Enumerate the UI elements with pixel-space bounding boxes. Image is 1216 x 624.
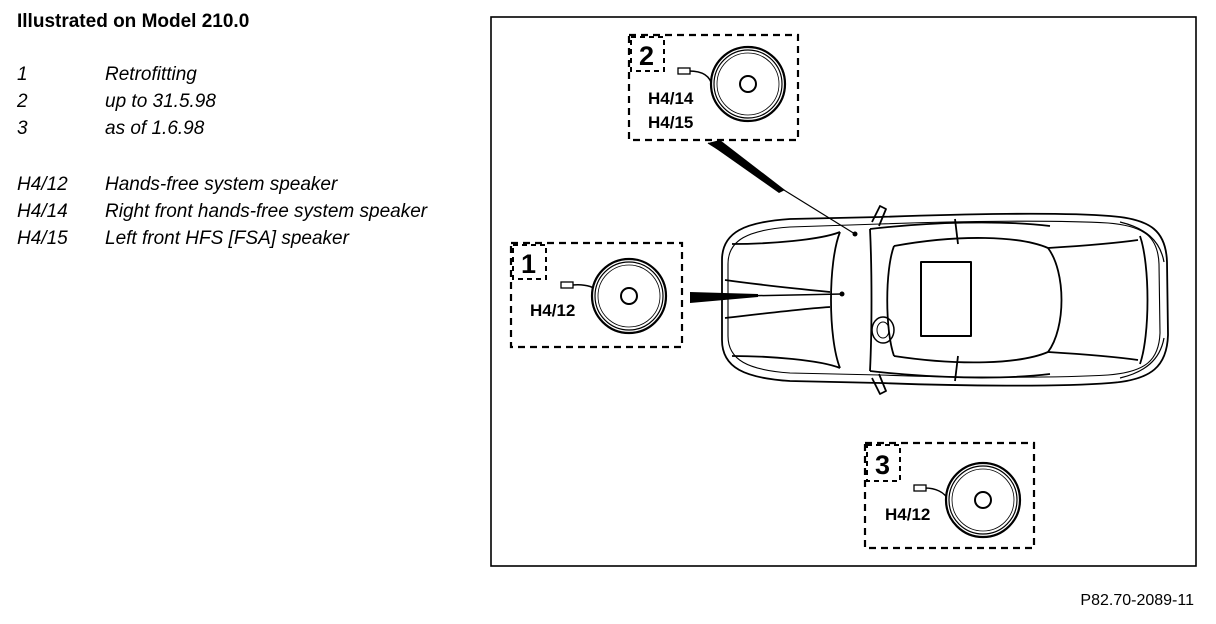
callout-number: 1 [521, 249, 536, 279]
callout-box-1: 1 H4/12 [509, 241, 684, 349]
figure-code: P82.70-2089-11 [1080, 592, 1194, 609]
legend-text: as of 1.6.98 [105, 118, 205, 139]
legend-text: Hands-free system speaker [105, 174, 338, 195]
speaker-mount-point [839, 291, 845, 297]
legend-key: H4/15 [17, 228, 68, 249]
legend-text: Right front hands-free system speaker [105, 201, 428, 222]
diagram-frame [490, 16, 1197, 567]
leader-arrow [708, 140, 785, 193]
callout-number: 3 [875, 450, 890, 480]
speaker-icon [709, 45, 787, 123]
speaker-icon [590, 257, 668, 335]
callout-box-3: 3 H4/12 [863, 441, 1036, 550]
legend-key: H4/14 [17, 201, 68, 222]
component-label: H4/12 [885, 505, 930, 524]
component-label: H4/12 [530, 301, 575, 320]
component-label: H4/15 [648, 113, 693, 132]
callout-box-2: 2 H4/14 H4/15 [627, 33, 800, 142]
callout-number: 2 [639, 41, 654, 71]
legend-key: 1 [17, 64, 28, 85]
speaker-icon [944, 461, 1022, 539]
legend-text: up to 31.5.98 [105, 91, 216, 112]
legend-key: H4/12 [17, 174, 68, 195]
page-title: Illustrated on Model 210.0 [17, 11, 250, 32]
legend-key: 2 [17, 91, 28, 112]
leader-arrow [690, 292, 758, 303]
legend-text: Retrofitting [105, 64, 197, 85]
component-label: H4/14 [648, 89, 694, 108]
speaker-mount-point [852, 231, 858, 237]
car-top-view [721, 205, 1169, 395]
legend-text: Left front HFS [FSA] speaker [105, 228, 349, 249]
legend-key: 3 [17, 118, 28, 139]
